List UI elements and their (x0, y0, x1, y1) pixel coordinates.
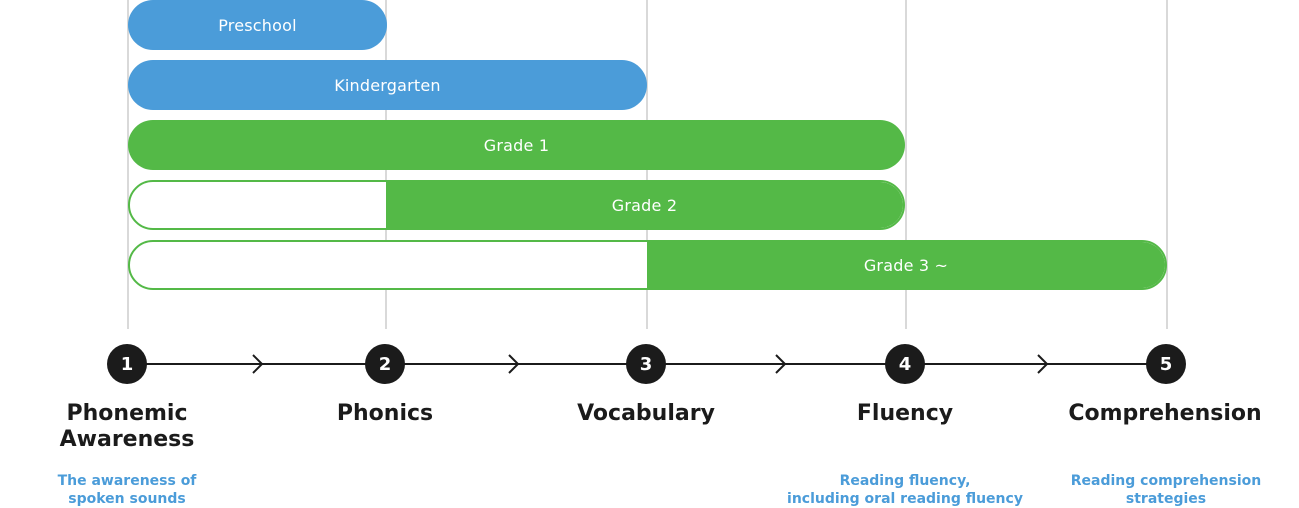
step-description-phonemic-awareness: The awareness of spoken sounds (57, 473, 197, 507)
chevron-right-icon (775, 354, 787, 374)
step-title-comprehension: Comprehension (1068, 401, 1262, 426)
grade-bar-label: Kindergarten (334, 75, 441, 95)
grade-bar-label: Grade 2 (611, 195, 678, 215)
grade-bar-grade-1: Grade 1 (128, 120, 905, 170)
gridline-step-4 (905, 0, 907, 329)
gridline-step-5 (1166, 0, 1168, 329)
step-number-3: 3 (626, 344, 666, 384)
grade-bar-fill (386, 182, 903, 228)
step-number-2: 2 (365, 344, 405, 384)
step-number-5: 5 (1146, 344, 1186, 384)
grade-bar-preschool: Preschool (128, 0, 387, 50)
grade-bar-grade-2: Grade 2 (128, 180, 905, 230)
grade-bar-grade-3: Grade 3 ~ (128, 240, 1167, 290)
step-description-comprehension: Reading comprehension strategies (1070, 473, 1262, 507)
step-number-1: 1 (107, 344, 147, 384)
chevron-right-icon (252, 354, 264, 374)
gridline-step-1 (127, 0, 129, 329)
chevron-right-icon (508, 354, 520, 374)
grade-bar-fill (647, 242, 1165, 288)
chevron-right-icon (1037, 354, 1049, 374)
step-title-vocabulary: Vocabulary (577, 401, 715, 426)
step-title-phonemic-awareness: Phonemic Awareness (59, 401, 195, 452)
grade-bar-label: Grade 1 (483, 135, 550, 155)
step-number-4: 4 (885, 344, 925, 384)
grade-bar-kindergarten: Kindergarten (128, 60, 647, 110)
grade-bar-label: Preschool (218, 15, 297, 35)
step-title-phonics: Phonics (336, 401, 434, 426)
step-title-fluency: Fluency (856, 401, 954, 426)
step-description-fluency: Reading fluency, including oral reading … (787, 473, 1023, 507)
grade-bar-label: Grade 3 ~ (863, 255, 949, 275)
